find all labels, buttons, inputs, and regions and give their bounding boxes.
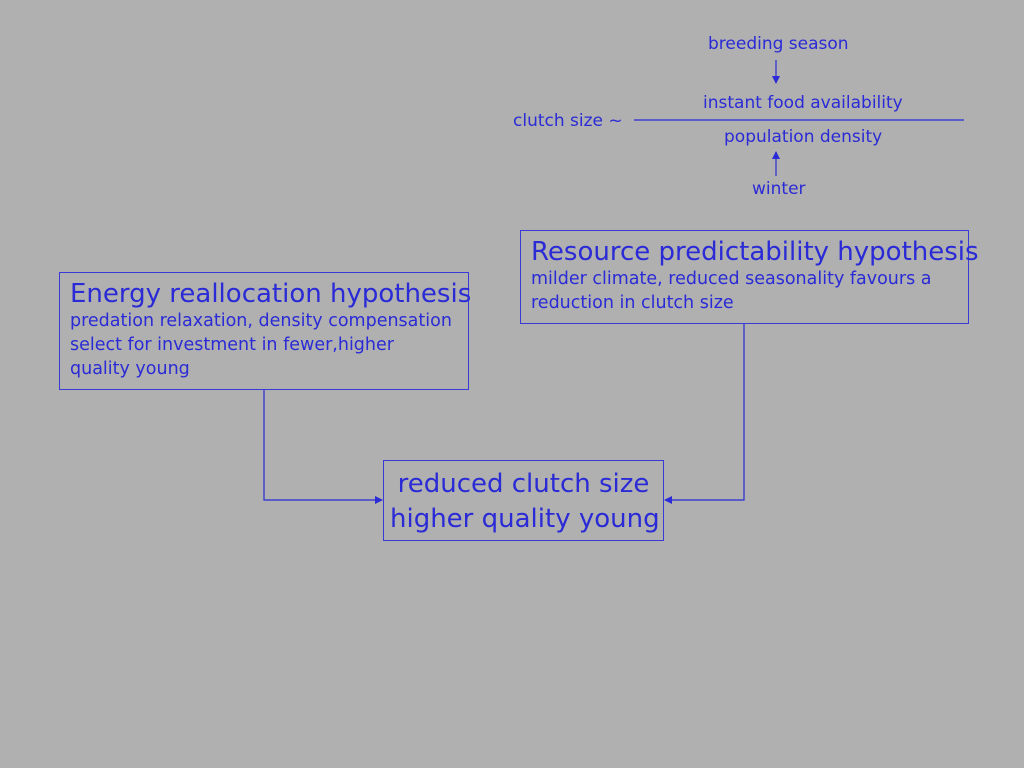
resource-to-outcome-arrow: [664, 324, 745, 504]
formula-lhs: clutch size ~: [513, 111, 623, 131]
outcome-line-1: reduced clutch size: [397, 469, 650, 499]
energy-to-outcome-arrow: [263, 390, 383, 504]
resource-hypothesis-box: Resource predictability hypothesis milde…: [520, 230, 979, 324]
top-driver-label: breeding season: [708, 34, 849, 54]
resource-hypothesis-body: milder climate, reduced seasonality favo…: [531, 269, 932, 313]
energy-hypothesis-body: predation relaxation, density compensati…: [70, 311, 452, 379]
formula-numerator: instant food availability: [703, 93, 903, 113]
energy-hypothesis-title: Energy reallocation hypothesis: [70, 279, 472, 309]
outcome-box: reduced clutch size higher quality young: [383, 460, 664, 541]
energy-hypothesis-box: Energy reallocation hypothesis predation…: [59, 272, 472, 390]
resource-hypothesis-title: Resource predictability hypothesis: [531, 237, 979, 267]
formula-denominator: population density: [724, 127, 883, 147]
outcome-line-2: higher quality young: [390, 504, 660, 534]
bottom-driver-label: winter: [752, 179, 806, 199]
